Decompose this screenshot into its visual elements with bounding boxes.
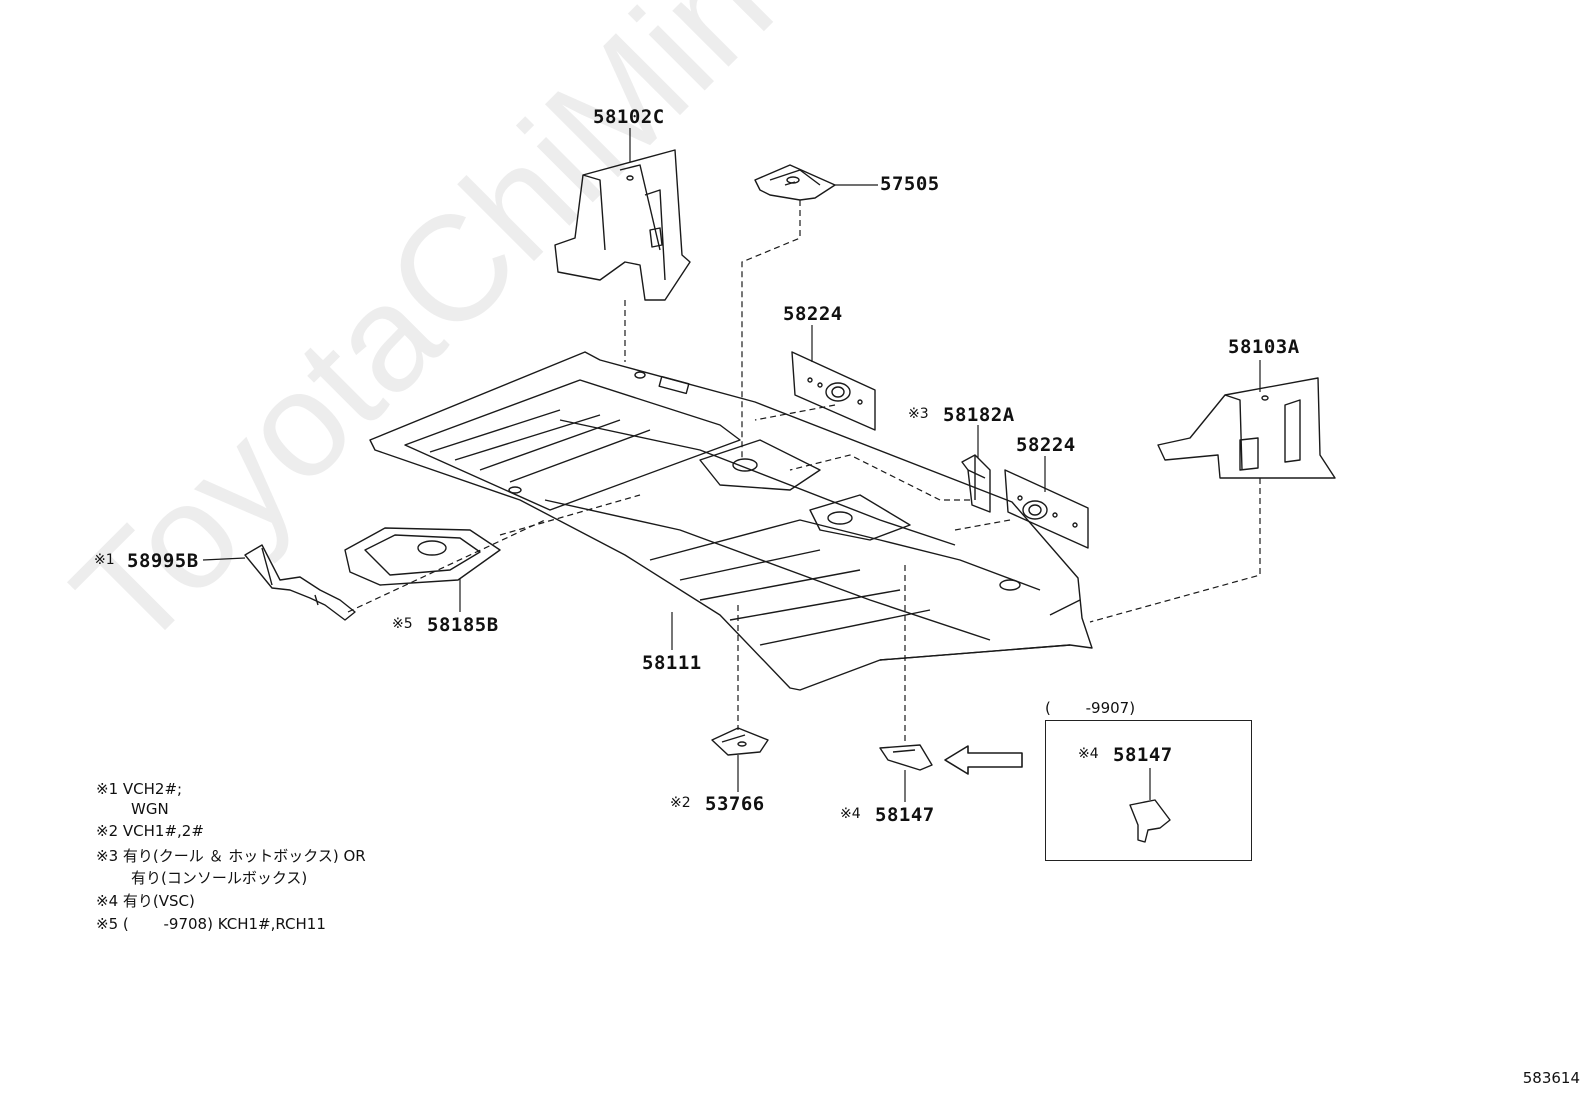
- diagram-code: 583614: [1522, 1069, 1580, 1087]
- floor-pan-rib-2: [429, 409, 651, 483]
- floor-pan-tunnel: [544, 419, 991, 641]
- label-58185B: 58185B: [427, 614, 499, 636]
- floor-pan-hole-5: [634, 371, 646, 379]
- bracket-53766: [711, 727, 769, 756]
- floor-pan-hole-4: [508, 486, 522, 494]
- floor-pan-hole-3: [999, 579, 1021, 591]
- leader-58995B: [202, 557, 246, 561]
- label-53766: 53766: [705, 793, 765, 815]
- plate-58224-b: [1004, 469, 1089, 549]
- bracket-58102C: [554, 149, 691, 301]
- plate-58185B: [344, 527, 501, 586]
- plate-58224-a: [791, 351, 876, 431]
- label-58224-b: 58224: [1016, 434, 1076, 456]
- bracket-58103A: [1157, 377, 1336, 479]
- inset-box: [1045, 720, 1252, 861]
- note-1: ※1 VCH2#;: [96, 780, 183, 798]
- inset-label-58147: 58147: [1113, 744, 1173, 766]
- mark-4: ※4: [840, 806, 861, 822]
- bracket-58147: [879, 744, 933, 771]
- label-58147: 58147: [875, 804, 935, 826]
- floor-pan-hole-1: [732, 458, 758, 472]
- label-58103A: 58103A: [1228, 336, 1300, 358]
- floor-pan-hole-2: [827, 511, 853, 525]
- bracket-58995B: [244, 544, 356, 621]
- note-3b: 有り(コンソールボックス): [131, 869, 308, 887]
- floor-pan-rear-ribs: [649, 519, 1041, 646]
- dash-58995B: [347, 519, 546, 613]
- dash-58182A: [789, 454, 970, 501]
- floor-pan-rib-1: [404, 379, 741, 511]
- inset-title: ( -9907): [1045, 699, 1136, 717]
- dash-58103A: [1089, 478, 1261, 623]
- note-5: ※5 ( -9708) KCH1#,RCH11: [96, 915, 326, 933]
- inset-bracket-58147: [1129, 799, 1171, 843]
- note-4: ※4 有り(VSC): [96, 892, 195, 910]
- label-58995B: 58995B: [127, 550, 199, 572]
- mark-2: ※2: [670, 795, 691, 811]
- floor-pan-rear-edge: [879, 599, 1081, 661]
- note-1b: WGN: [131, 800, 169, 818]
- note-2: ※2 VCH1#,2#: [96, 822, 204, 840]
- bracket-57505: [754, 164, 836, 201]
- inset-mark-4: ※4: [1078, 746, 1099, 762]
- mark-5: ※5: [392, 616, 413, 632]
- floor-pan-slot-1: [658, 375, 690, 395]
- label-58111: 58111: [642, 652, 702, 674]
- note-3: ※3 有り(クール ＆ ホットボックス) OR: [96, 847, 366, 865]
- label-58224-a: 58224: [783, 303, 843, 325]
- floor-pan-outline: [369, 351, 1093, 691]
- pointer-arrow: [944, 745, 1023, 775]
- mark-1: ※1: [94, 552, 115, 568]
- label-58182A: 58182A: [943, 404, 1015, 426]
- floor-pan-bolt-plate: [809, 494, 911, 541]
- dash-58185B: [499, 494, 641, 536]
- dash-58224-a: [754, 404, 836, 421]
- floor-pan-center-plate: [699, 439, 821, 491]
- label-58102C: 58102C: [593, 106, 665, 128]
- label-57505: 57505: [880, 173, 940, 195]
- mark-3: ※3: [908, 406, 929, 422]
- dash-58224-b: [954, 519, 1011, 531]
- dash-57505: [741, 200, 801, 458]
